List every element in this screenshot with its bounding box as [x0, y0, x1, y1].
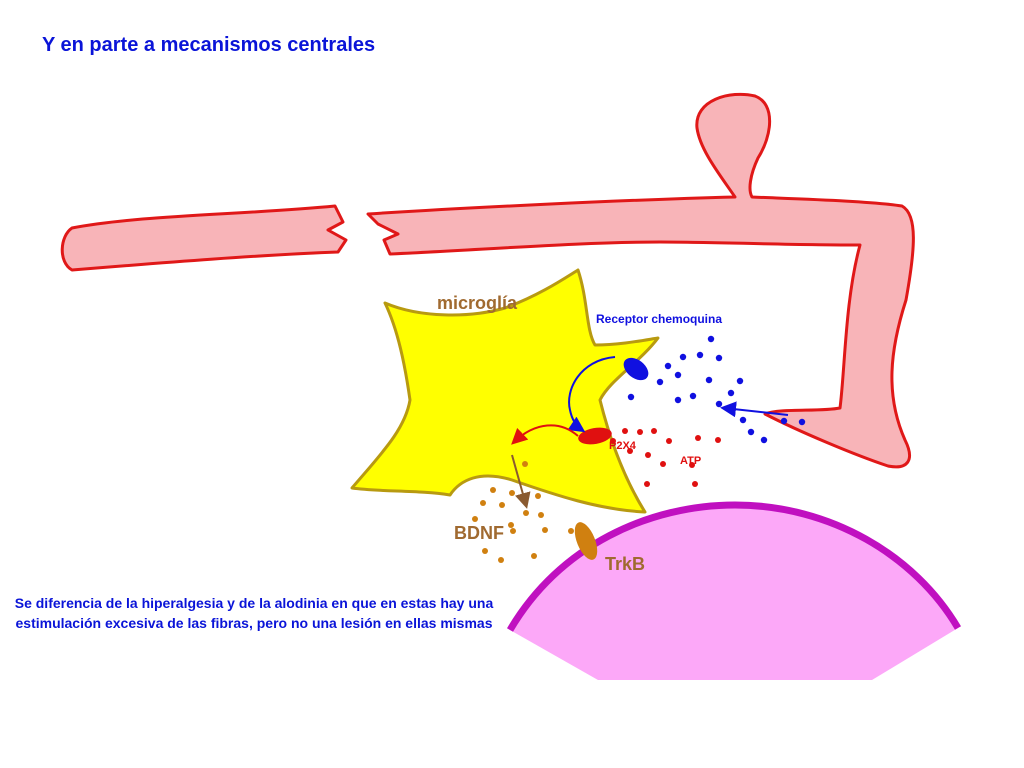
bdnf-molecule — [490, 487, 496, 493]
atp-molecule — [645, 452, 651, 458]
p2x4-receptor — [578, 427, 612, 445]
chemokine-molecule — [707, 335, 715, 343]
chemokine-molecule — [727, 389, 735, 397]
atp-molecule — [627, 448, 633, 454]
atp-molecule — [695, 435, 701, 441]
atp-molecule — [644, 481, 650, 487]
bdnf-molecule — [522, 461, 528, 467]
atp-molecule — [689, 462, 695, 468]
bdnf-molecule — [535, 493, 541, 499]
chemokine-molecule — [747, 428, 755, 436]
neuron-body — [510, 505, 958, 680]
chemokine-molecule — [674, 396, 682, 404]
bdnf-molecules — [472, 461, 574, 563]
chemokine-molecules — [627, 335, 806, 444]
bdnf-release-arrow — [511, 454, 531, 509]
p2x4-signal-arrow — [511, 424, 579, 445]
label-atp: ATP — [680, 455, 701, 467]
bdnf-molecule — [498, 557, 504, 563]
label-microglia: microglía — [437, 293, 518, 313]
microglia-cell — [350, 268, 660, 514]
chemokine-molecule — [798, 418, 806, 426]
chemokine-molecule — [715, 354, 723, 362]
atp-molecule — [715, 437, 721, 443]
chemokine-molecule — [696, 351, 704, 359]
atp-molecule — [666, 438, 672, 444]
chemokine-molecule — [674, 371, 682, 379]
atp-molecule — [610, 438, 616, 444]
chemokine-molecule — [739, 416, 747, 424]
bdnf-molecule — [542, 527, 548, 533]
chemokine-molecule — [736, 377, 744, 385]
bdnf-molecule — [568, 528, 574, 534]
caption-text: Se diferencia de la hiperalgesia y de la… — [14, 595, 494, 631]
bdnf-molecule — [480, 500, 486, 506]
slide-title: Y en parte a mecanismos centrales — [42, 34, 376, 56]
nerve-fiber-left — [60, 204, 348, 272]
trkb-receptor — [574, 522, 598, 560]
bdnf-molecule — [482, 548, 488, 554]
chemokine-molecule — [679, 353, 687, 361]
bdnf-molecule — [523, 510, 529, 516]
bdnf-molecule — [538, 512, 544, 518]
label-p2x4: P2X4 — [609, 440, 637, 452]
neuron-membrane — [506, 501, 962, 632]
chemokine-molecule — [760, 436, 768, 444]
chemokine-molecule — [656, 378, 664, 386]
bdnf-molecule — [509, 490, 515, 496]
nerve-fiber-right — [366, 92, 915, 469]
atp-molecule — [622, 428, 628, 434]
atp-molecules — [610, 428, 721, 487]
chemokine-molecule — [705, 376, 713, 384]
atp-molecule — [637, 429, 643, 435]
bdnf-molecule — [510, 528, 516, 534]
chemokine-molecule — [689, 392, 697, 400]
atp-molecule — [660, 461, 666, 467]
chemokine-molecule — [664, 362, 672, 370]
chemokine-molecule — [780, 417, 788, 425]
bdnf-molecule — [508, 522, 514, 528]
atp-molecule — [651, 428, 657, 434]
label-trkb: TrkB — [605, 554, 645, 574]
chemokine-molecule — [627, 393, 635, 401]
bdnf-molecule — [531, 553, 537, 559]
chemokine-receptor — [623, 357, 649, 381]
bdnf-molecule — [472, 516, 478, 522]
chemokine-molecule — [715, 400, 723, 408]
label-chemokine-receptor: Receptor chemoquina — [596, 312, 722, 326]
receptor-signal-arrow — [567, 356, 616, 433]
chemokine-release-arrow — [720, 401, 789, 418]
bdnf-molecule — [499, 502, 505, 508]
label-bdnf: BDNF — [454, 523, 504, 543]
atp-molecule — [692, 481, 698, 487]
